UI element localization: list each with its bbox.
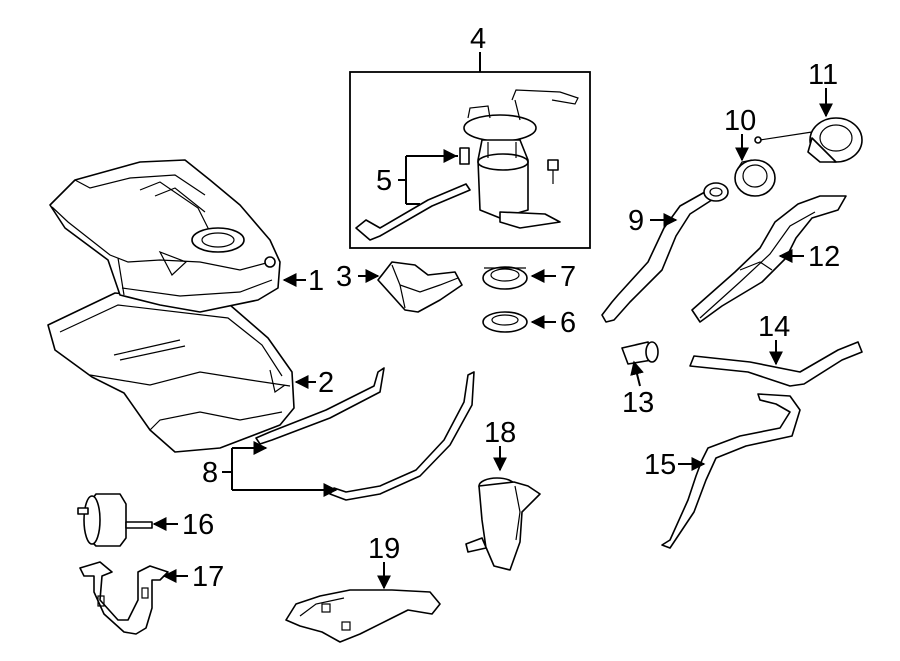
bracket-icon <box>377 261 463 313</box>
callout-9: 9 <box>628 205 644 237</box>
callout-11: 11 <box>808 59 838 91</box>
fuel-tank-icon <box>49 159 281 313</box>
fuel-cap-icon <box>754 117 863 163</box>
callout-4: 4 <box>470 23 486 55</box>
leader-lines <box>152 52 833 590</box>
callout-13: 13 <box>622 387 654 419</box>
callout-10: 10 <box>724 105 756 137</box>
callout-19: 19 <box>368 533 400 565</box>
fuel-pump-module-icon <box>349 71 591 249</box>
callout-6: 6 <box>560 307 576 339</box>
callout-2: 2 <box>318 367 334 399</box>
callout-3: 3 <box>336 261 352 293</box>
seal-icon <box>482 311 528 333</box>
callout-5: 5 <box>376 165 392 197</box>
callout-14: 14 <box>758 311 790 343</box>
callout-12: 12 <box>808 241 840 273</box>
callout-8: 8 <box>202 457 218 489</box>
callout-7: 7 <box>560 261 576 293</box>
sender-icon <box>355 147 471 241</box>
reservoir-icon <box>465 477 541 571</box>
filter-bracket-icon <box>79 561 169 635</box>
hose-connector-icon <box>621 341 659 365</box>
mounting-bracket-icon <box>285 589 441 643</box>
lock-ring-icon <box>482 266 528 290</box>
filler-neck-icon <box>734 159 776 197</box>
callout-15: 15 <box>644 449 676 481</box>
callout-18: 18 <box>484 417 516 449</box>
filler-pipe-icon <box>601 182 729 323</box>
callout-16: 16 <box>182 509 214 541</box>
vent-hose-icon <box>689 341 863 387</box>
callout-labels: 1 2 3 4 5 6 7 8 9 10 11 12 13 14 15 16 1… <box>182 23 840 593</box>
fill-hose-icon <box>661 393 801 549</box>
callout-17: 17 <box>192 561 224 593</box>
callout-1: 1 <box>308 265 324 297</box>
fuel-filter-icon <box>77 493 153 547</box>
tank-shield-icon <box>47 292 295 453</box>
heat-shield-icon <box>691 195 847 323</box>
